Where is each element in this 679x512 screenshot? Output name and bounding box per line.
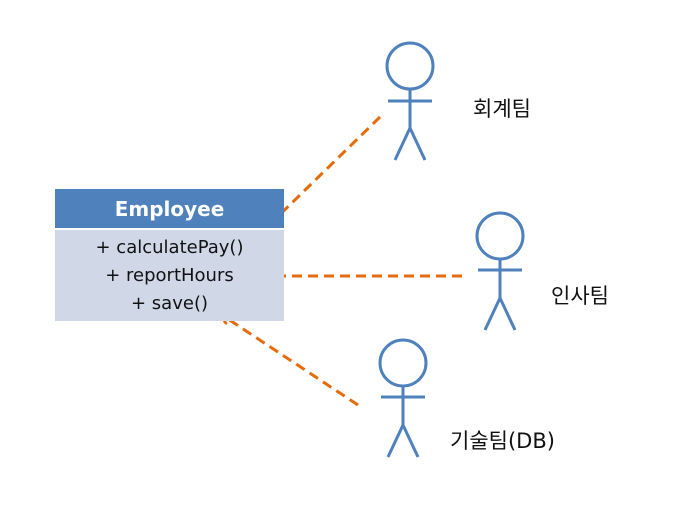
method-report-hours: + reportHours xyxy=(105,265,234,286)
employee-class: Employee + calculatePay() + reportHours … xyxy=(55,189,284,321)
class-divider xyxy=(55,228,284,230)
class-methods: + calculatePay() + reportHours + save() xyxy=(55,230,284,321)
actor-hr xyxy=(475,211,525,331)
stick-figure-icon xyxy=(378,338,428,388)
method-save: + save() xyxy=(131,293,208,314)
class-name: Employee xyxy=(55,189,284,228)
stick-figure-icon xyxy=(475,211,525,261)
actor-label-accounting: 회계팀 xyxy=(473,97,531,121)
arrow-engineering-to-save xyxy=(222,315,359,407)
actor-engineering xyxy=(378,338,428,458)
stick-figure-icon xyxy=(385,41,435,91)
actor-accounting xyxy=(385,41,435,161)
actor-label-hr: 인사팀 xyxy=(551,284,609,308)
method-calculate-pay: + calculatePay() xyxy=(95,237,244,258)
actor-label-engineering: 기술팀(DB) xyxy=(450,429,555,453)
